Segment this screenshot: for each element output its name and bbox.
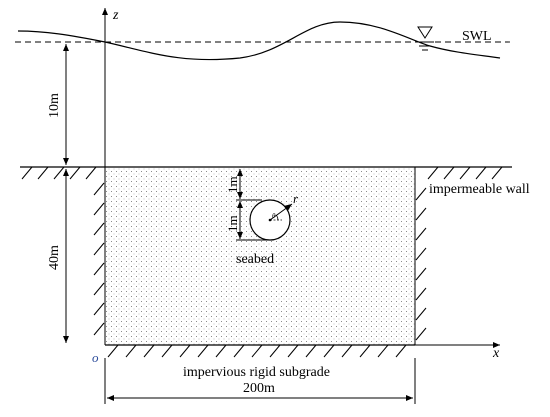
angle-arc <box>276 215 279 221</box>
swl-label: SWL <box>462 29 492 44</box>
x-axis-label: x <box>492 346 500 361</box>
angle-label: θ <box>272 212 276 220</box>
right-wall-hatch <box>415 187 427 341</box>
seabed-region <box>105 167 415 345</box>
cover-dimension <box>236 169 270 241</box>
wave-profile <box>17 21 501 61</box>
width-dimension <box>104 358 416 404</box>
subgrade-label: impervious rigid subgrade <box>183 365 330 380</box>
subgrade-hatch <box>107 344 407 358</box>
z-axis-label: z <box>112 8 119 23</box>
swl-symbol <box>416 26 434 51</box>
radius-line <box>269 203 293 221</box>
mudline-hatch-left <box>21 166 97 180</box>
cover-side-label: 1m <box>225 215 240 232</box>
origin-label: o <box>92 350 99 365</box>
seabed-depth-label: 40m <box>47 245 62 270</box>
seabed-label: seabed <box>236 252 274 267</box>
left-wall-hatch <box>93 182 105 336</box>
radius-label: r <box>293 191 299 206</box>
cover-top-label: 1m <box>225 176 240 193</box>
water-depth-label: 10m <box>47 93 62 118</box>
mudline-hatch-right <box>427 166 503 180</box>
impermeable-wall-label: impermeable wall <box>429 182 530 197</box>
width-label: 200m <box>243 381 275 396</box>
